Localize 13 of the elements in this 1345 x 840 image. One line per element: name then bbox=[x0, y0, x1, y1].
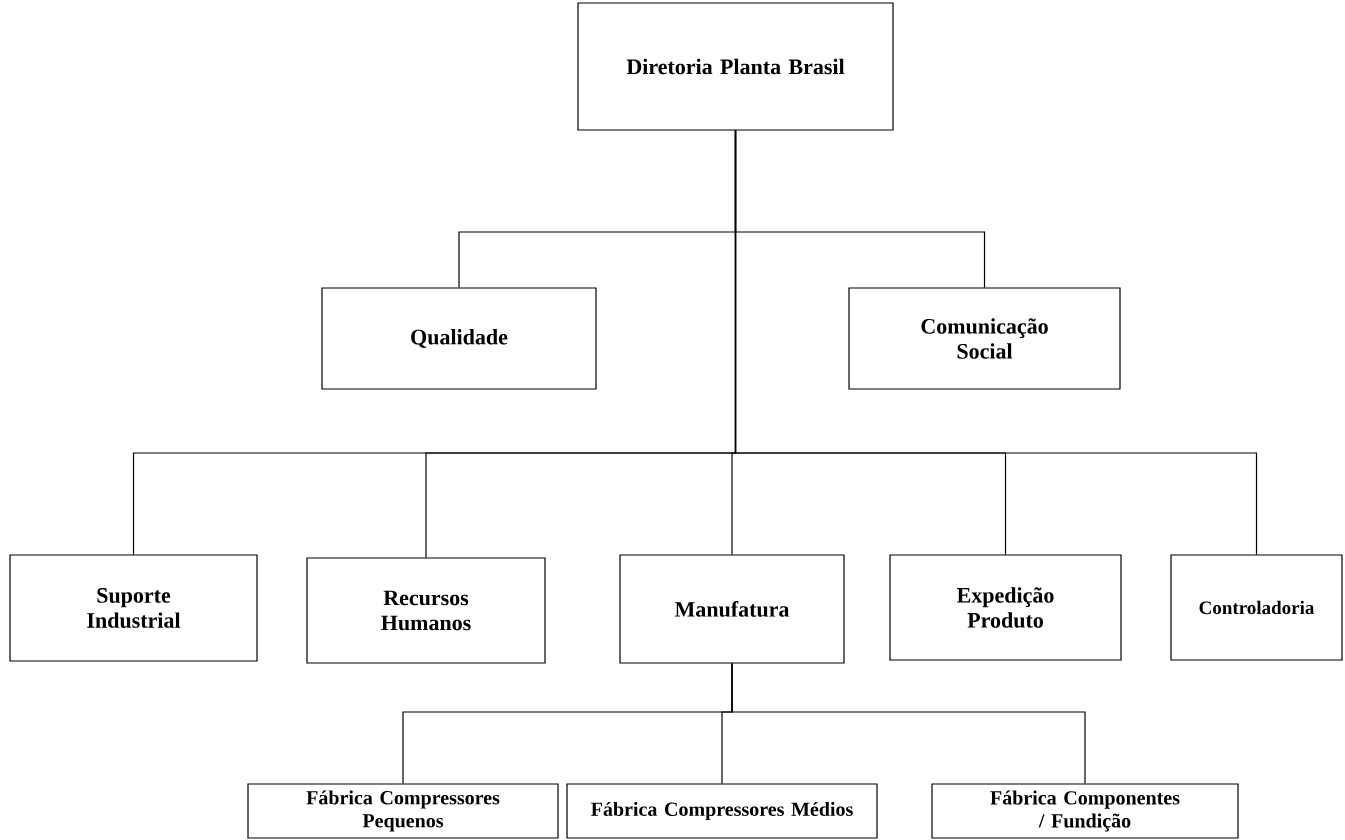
org-box: Controladoria bbox=[1170, 554, 1343, 661]
org-box: Manufatura bbox=[619, 554, 845, 664]
org-box: Comunicação Social bbox=[848, 287, 1121, 390]
org-box: Suporte Industrial bbox=[9, 554, 258, 662]
org-box: Expedição Produto bbox=[889, 554, 1122, 661]
org-box: Diretoria Planta Brasil bbox=[577, 2, 894, 131]
connector bbox=[731, 663, 1086, 784]
connector bbox=[734, 130, 1258, 555]
org-box: Fábrica Componentes / Fundição bbox=[931, 783, 1239, 839]
org-box: Fábrica Compressores Pequenos bbox=[247, 783, 559, 839]
org-box: Qualidade bbox=[321, 287, 597, 390]
org-box: Fábrica Compressores Médios bbox=[566, 783, 878, 839]
org-box: Recursos Humanos bbox=[306, 557, 546, 664]
